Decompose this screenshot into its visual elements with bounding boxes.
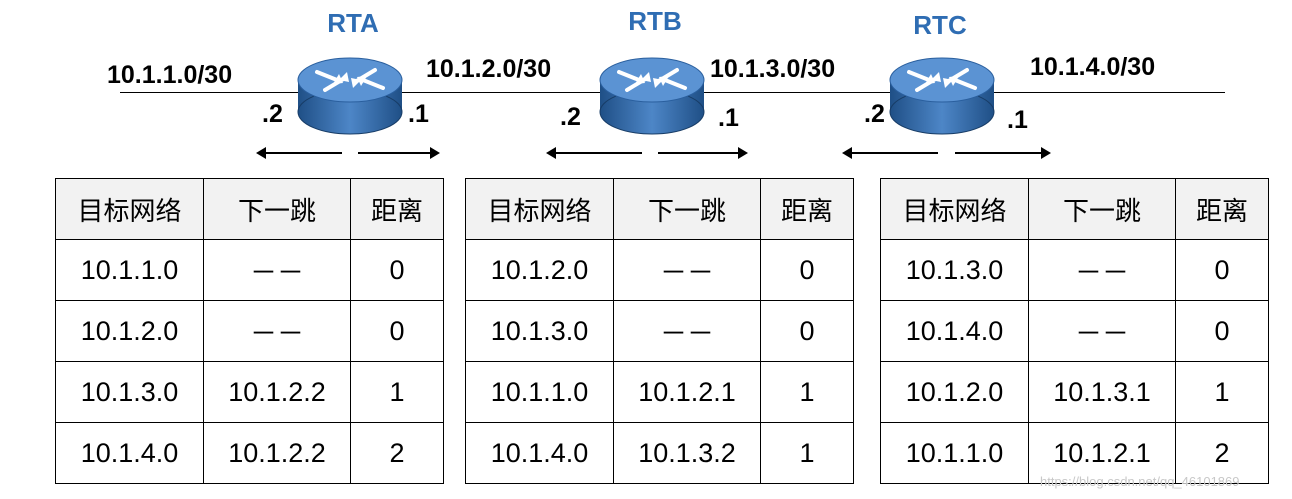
network-label-2: 10.1.2.0/30: [426, 55, 552, 83]
arrow-left-icon: [256, 147, 342, 159]
port-label-rtb-right: .1: [718, 104, 739, 132]
cell-distance: 0: [350, 239, 444, 301]
table-row: 10.1.4.0 －－ 0: [880, 300, 1269, 362]
cell-next-hop: －－: [613, 239, 761, 301]
cell-distance: 2: [1175, 422, 1269, 484]
cell-next-hop: －－: [1028, 300, 1176, 362]
cell-distance: 0: [760, 300, 854, 362]
watermark-text: https://blog.csdn.net/qq_46101869: [1040, 474, 1240, 489]
router-icon-rta: [297, 57, 403, 135]
cell-next-hop: －－: [203, 239, 351, 301]
cell-destination: 10.1.2.0: [880, 361, 1029, 423]
cell-distance: 1: [760, 361, 854, 423]
network-label-3: 10.1.3.0/30: [710, 55, 836, 83]
header-next-hop: 下一跳: [613, 178, 761, 240]
cell-next-hop: －－: [203, 300, 351, 362]
table-row: 10.1.1.0 10.1.2.1 2: [880, 422, 1269, 484]
cell-next-hop: 10.1.2.2: [203, 361, 351, 423]
cell-distance: 0: [350, 300, 444, 362]
cell-destination: 10.1.1.0: [465, 361, 614, 423]
cell-distance: 1: [760, 422, 854, 484]
table-row: 10.1.2.0 10.1.3.1 1: [880, 361, 1269, 423]
port-label-rta-left: .2: [262, 100, 283, 128]
header-next-hop: 下一跳: [203, 178, 351, 240]
router-name-rtb: RTB: [628, 6, 682, 36]
header-destination: 目标网络: [465, 178, 614, 240]
arrow-right-icon: [955, 147, 1051, 159]
arrow-right-icon: [358, 147, 440, 159]
router-name-rta: RTA: [327, 8, 379, 38]
table-header-row: 目标网络 下一跳 距离: [55, 178, 444, 240]
cell-destination: 10.1.3.0: [55, 361, 204, 423]
cell-destination: 10.1.4.0: [465, 422, 614, 484]
table-row: 10.1.3.0 －－ 0: [880, 239, 1269, 301]
arrow-right-icon: [658, 147, 748, 159]
table-row: 10.1.2.0 －－ 0: [55, 300, 444, 362]
cell-destination: 10.1.3.0: [465, 300, 614, 362]
table-row: 10.1.2.0 －－ 0: [465, 239, 854, 301]
header-distance: 距离: [760, 178, 854, 240]
network-label-1: 10.1.1.0/30: [107, 61, 233, 89]
cell-next-hop: 10.1.3.2: [613, 422, 761, 484]
cell-distance: 1: [350, 361, 444, 423]
cell-destination: 10.1.2.0: [465, 239, 614, 301]
table-row: 10.1.3.0 －－ 0: [465, 300, 854, 362]
cell-destination: 10.1.1.0: [55, 239, 204, 301]
routing-table-rtc: 目标网络 下一跳 距离 10.1.3.0 －－ 0 10.1.4.0 －－ 0 …: [880, 178, 1269, 484]
table-header-row: 目标网络 下一跳 距离: [880, 178, 1269, 240]
cell-next-hop: －－: [613, 300, 761, 362]
header-distance: 距离: [350, 178, 444, 240]
table-row: 10.1.4.0 10.1.2.2 2: [55, 422, 444, 484]
cell-destination: 10.1.2.0: [55, 300, 204, 362]
arrow-left-icon: [546, 147, 642, 159]
cell-distance: 1: [1175, 361, 1269, 423]
cell-distance: 0: [1175, 300, 1269, 362]
port-label-rta-right: .1: [408, 100, 429, 128]
router-icon-rtc: [889, 57, 995, 135]
cell-next-hop: 10.1.2.1: [1028, 422, 1176, 484]
cell-next-hop: 10.1.2.1: [613, 361, 761, 423]
cell-destination: 10.1.3.0: [880, 239, 1029, 301]
router-icon-rtb: [599, 57, 705, 135]
cell-distance: 2: [350, 422, 444, 484]
network-label-4: 10.1.4.0/30: [1030, 53, 1156, 81]
table-row: 10.1.4.0 10.1.3.2 1: [465, 422, 854, 484]
cell-next-hop: －－: [1028, 239, 1176, 301]
routing-table-rtb: 目标网络 下一跳 距离 10.1.2.0 －－ 0 10.1.3.0 －－ 0 …: [465, 178, 854, 484]
cell-distance: 0: [1175, 239, 1269, 301]
cell-next-hop: 10.1.2.2: [203, 422, 351, 484]
cell-destination: 10.1.4.0: [55, 422, 204, 484]
header-distance: 距离: [1175, 178, 1269, 240]
header-next-hop: 下一跳: [1028, 178, 1176, 240]
port-label-rtc-left: .2: [864, 100, 885, 128]
arrow-left-icon: [842, 147, 938, 159]
port-label-rtc-right: .1: [1007, 106, 1028, 134]
port-label-rtb-left: .2: [560, 103, 581, 131]
table-row: 10.1.1.0 －－ 0: [55, 239, 444, 301]
cell-destination: 10.1.1.0: [880, 422, 1029, 484]
table-header-row: 目标网络 下一跳 距离: [465, 178, 854, 240]
table-row: 10.1.3.0 10.1.2.2 1: [55, 361, 444, 423]
cell-destination: 10.1.4.0: [880, 300, 1029, 362]
cell-distance: 0: [760, 239, 854, 301]
cell-next-hop: 10.1.3.1: [1028, 361, 1176, 423]
router-name-rtc: RTC: [913, 10, 967, 40]
header-destination: 目标网络: [880, 178, 1029, 240]
table-row: 10.1.1.0 10.1.2.1 1: [465, 361, 854, 423]
header-destination: 目标网络: [55, 178, 204, 240]
routing-table-rta: 目标网络 下一跳 距离 10.1.1.0 －－ 0 10.1.2.0 －－ 0 …: [55, 178, 444, 484]
